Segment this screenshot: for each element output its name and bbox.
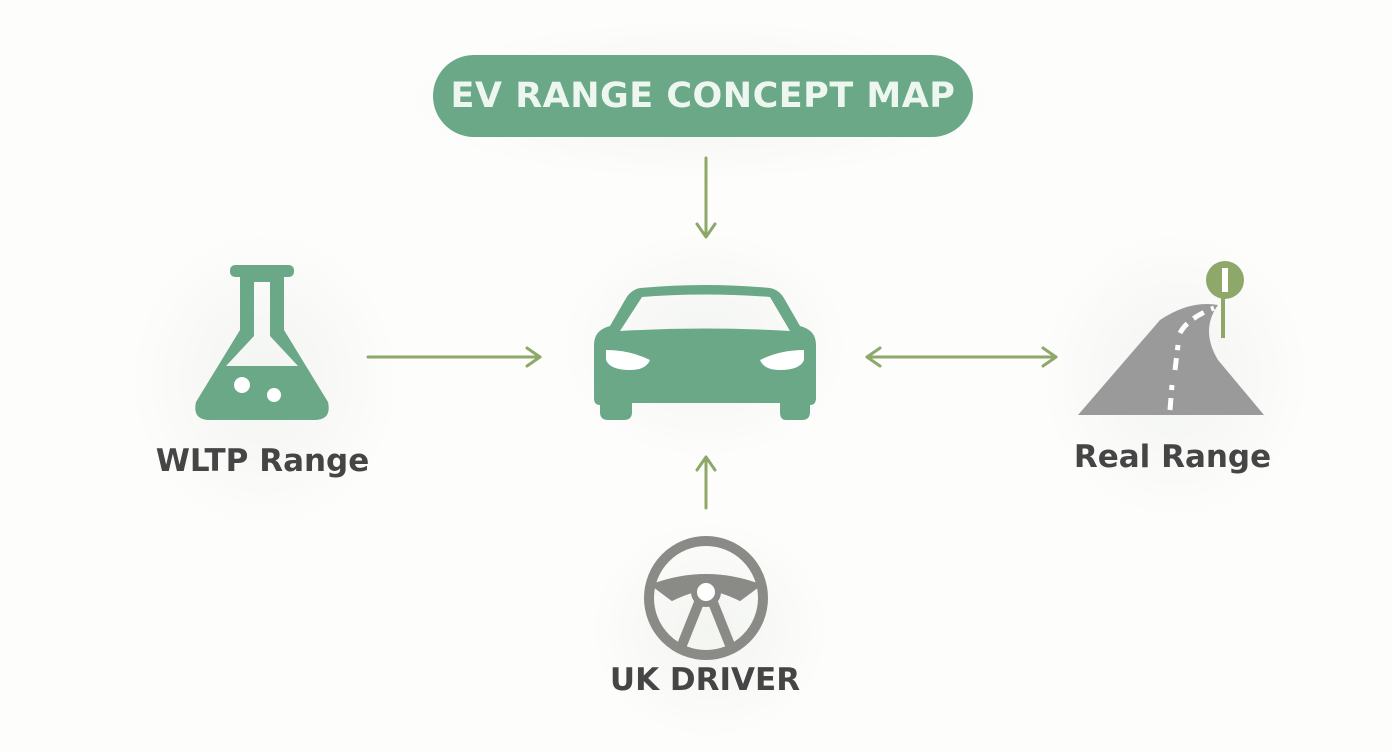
steering-wheel-icon bbox=[644, 536, 768, 660]
real-range-label: Real Range bbox=[1073, 439, 1272, 475]
uk-driver-label: UK DRIVER bbox=[609, 662, 801, 698]
diagram-title: EV RANGE CONCEPT MAP bbox=[433, 55, 973, 137]
arrow-wltp-to-car bbox=[366, 346, 542, 368]
flask-icon bbox=[195, 265, 329, 420]
car-icon bbox=[594, 285, 816, 420]
arrow-car-real-bidirectional bbox=[865, 346, 1058, 368]
arrow-title-to-car bbox=[695, 156, 717, 239]
wltp-range-label: WLTP Range bbox=[155, 443, 370, 479]
driver-glow bbox=[590, 520, 830, 740]
road-icon bbox=[1078, 261, 1264, 415]
arrow-driver-to-car bbox=[695, 455, 717, 510]
